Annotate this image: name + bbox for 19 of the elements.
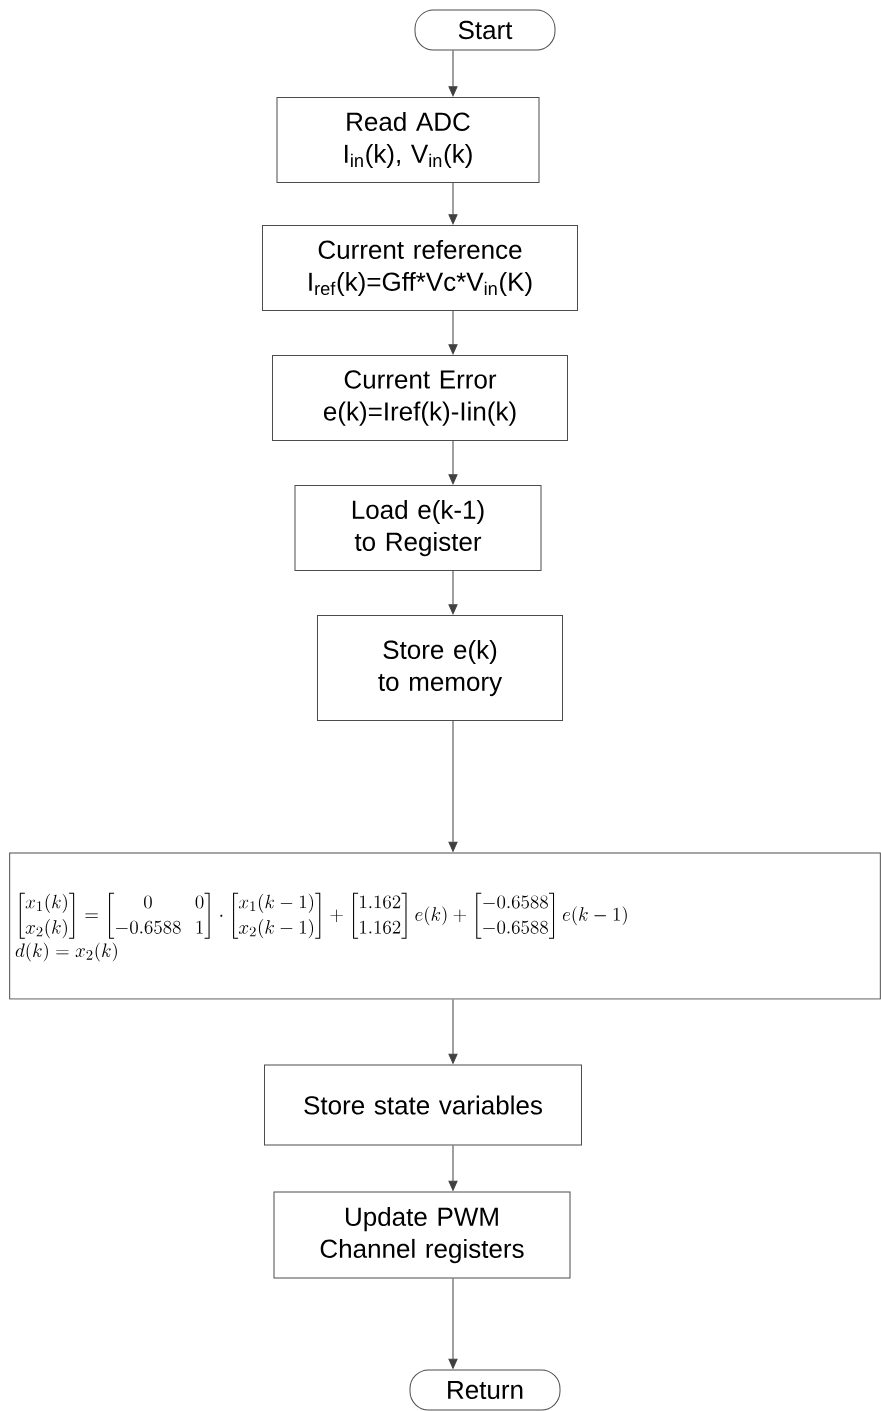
arrow	[448, 720, 458, 852]
arrow	[448, 1278, 458, 1369]
arrow	[448, 570, 458, 615]
process-box: Store e(k) to memory	[317, 615, 563, 721]
arrow	[448, 310, 458, 355]
equation-box: $\begin{bmatrix} x_1(k) \\ x_2(k) \end{bmatrix} = \begin{bmatrix} 0 & 0 \\ -0.6588 & 1 \end{bmatrix} \cdot \begin{bmatrix} x_1(k-1) \\ x_2(k-1) \end{bmatrix} + \begin{bmatrix} 1.162 \\ 1.162 \end{bmatrix} e(k) + \begin{bmatrix} -0.6588 \\ -0.6588 \end{bmatrix} e(k-1)$ $d(k) = x_2(k)$	[9, 852, 881, 1000]
arrow	[448, 1145, 458, 1191]
process-box: Update PWM Channel registers	[273, 1191, 571, 1279]
arrow	[448, 50, 458, 97]
process-box: Store state variables	[264, 1064, 582, 1146]
process-box: Read ADC I$_{in}$(k), V$_{in}$(k)	[276, 97, 540, 183]
process-box: Load e(k-1) to Register	[294, 485, 542, 571]
process-box: Current reference I$_{ref}$(k)=Gff*Vc*V$_{in}$(K)	[262, 225, 578, 311]
arrow	[448, 440, 458, 485]
arrow	[448, 999, 458, 1064]
arrow	[448, 182, 458, 225]
terminal-box: Return	[409, 1369, 561, 1411]
terminal-box: Start	[414, 9, 556, 51]
process-box: Current Error e(k)=Iref(k)-Iin(k)	[272, 355, 568, 441]
